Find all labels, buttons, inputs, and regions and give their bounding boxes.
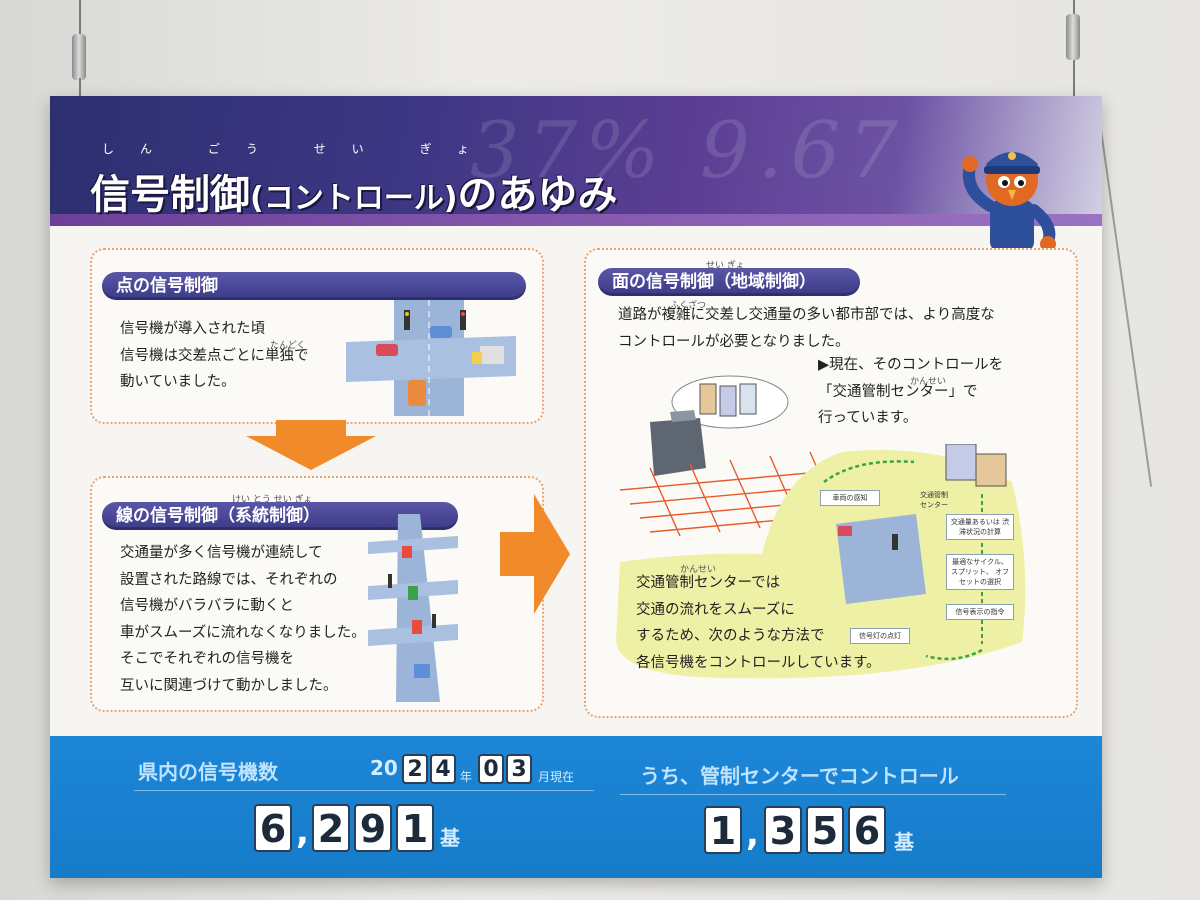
flow-vehicle-sensing: 車両の感知 bbox=[820, 490, 880, 506]
left-count-digit-3: 9 bbox=[354, 804, 392, 852]
prefecture-signal-count-label: 県内の信号機数 bbox=[138, 760, 278, 784]
year-digit-2: 4 bbox=[430, 754, 456, 784]
right-count-unit: 基 bbox=[894, 830, 914, 854]
area-note-text: ▶現在、そのコントロールを 「交通管制センター」で 行っています。 bbox=[818, 357, 1004, 426]
left-count-digit-1: 6 bbox=[254, 804, 292, 852]
left-count-comma: , bbox=[296, 812, 309, 852]
center-controlled-label: うち、管制センターでコントロール bbox=[640, 764, 959, 788]
right-arrow bbox=[500, 494, 570, 614]
right-wire-clip bbox=[1066, 14, 1080, 60]
point-ruby-tandoku: たんどく bbox=[270, 341, 306, 351]
right-count-digit-1: 1 bbox=[704, 806, 742, 854]
year-digit-1: 2 bbox=[402, 754, 428, 784]
poster-header bbox=[50, 96, 1102, 226]
flow-signal-lighting: 信号灯の点灯 bbox=[850, 628, 910, 644]
left-count-unit: 基 bbox=[440, 826, 460, 850]
flow-traffic-center-label: 交通管制 センター bbox=[920, 491, 948, 509]
month-digit-2: 3 bbox=[506, 754, 532, 784]
flow-calculation: 交通量あるいは 渋滞状況の計算 bbox=[946, 514, 1014, 540]
flow-signal-command: 信号表示の指令 bbox=[946, 604, 1014, 620]
poster-panel: 37% 9.67 しん ごう せい ぎょ 信号制御(コントロール)のあゆみ 点の… bbox=[50, 96, 1102, 878]
yellow-explanation-background bbox=[616, 450, 1026, 679]
title-main: 信号制御 bbox=[90, 172, 250, 218]
signal-count-band bbox=[50, 736, 1102, 878]
single-intersection-illustration bbox=[346, 300, 516, 416]
header-strip bbox=[50, 214, 1102, 226]
corridor-road-illustration bbox=[368, 514, 458, 702]
year-unit: 年 bbox=[460, 770, 473, 784]
area-control-heading: 面の信号制御（地域制御） bbox=[598, 268, 860, 296]
title-paren: (コントロール) bbox=[250, 181, 458, 216]
month-unit: 月現在 bbox=[538, 770, 575, 784]
title-ruby: しん ごう せい ぎょ bbox=[102, 142, 495, 156]
month-digit-1: 0 bbox=[478, 754, 504, 784]
flow-parameter-selection: 最適なサイクル、 スプリット、 オフセットの選択 bbox=[946, 554, 1014, 590]
header-watermark: 37% 9.67 bbox=[470, 106, 906, 196]
area-heading-ruby: せい ぎょ bbox=[706, 261, 745, 271]
right-band-divider bbox=[620, 794, 1006, 795]
left-count-digit-4: 1 bbox=[396, 804, 434, 852]
left-band-divider bbox=[134, 790, 594, 791]
line-ruby: けい とう せい ぎょ bbox=[232, 495, 313, 505]
left-hanging-wire bbox=[79, 0, 81, 40]
line-control-text: 交通量が多く信号機が連続して 設置された路線では、それぞれの 信号機がバラバラに… bbox=[120, 545, 366, 694]
line-control-heading: 線の信号制御（系統制御） bbox=[102, 502, 458, 530]
right-count-digit-4: 6 bbox=[848, 806, 886, 854]
wire-shadow bbox=[1100, 129, 1153, 487]
area-ruby-kansei: かんせい bbox=[910, 377, 947, 387]
year-prefix: 20 bbox=[370, 756, 398, 780]
traffic-center-city-grid-illustration bbox=[619, 375, 846, 536]
left-wire-clip bbox=[72, 34, 86, 80]
left-count-digit-2: 2 bbox=[312, 804, 350, 852]
point-control-text: 信号機が導入された頃 信号機は交差点ごとに単独で 動いていました。 bbox=[120, 321, 309, 390]
title-suffix: のあゆみ bbox=[457, 172, 618, 218]
left-lower-wire bbox=[79, 78, 81, 104]
yellow-ruby-kansei: かんせい bbox=[680, 565, 717, 575]
yellow-explanation-text: 交通管制センターでは 交通の流れをスムーズに するため、次のような方法で 各信号… bbox=[636, 575, 881, 671]
right-count-digit-3: 5 bbox=[806, 806, 844, 854]
right-lower-wire bbox=[1073, 60, 1075, 100]
right-count-comma: , bbox=[746, 814, 759, 854]
right-count-digit-2: 3 bbox=[764, 806, 802, 854]
point-control-heading: 点の信号制御 bbox=[102, 272, 526, 300]
area-control-text: 道路が複雑に交差し交通量の多い都市部では、より高度な コントロールが必要となりま… bbox=[618, 307, 995, 350]
down-arrow bbox=[246, 420, 376, 470]
poster-title: 信号制御(コントロール)のあゆみ bbox=[90, 162, 617, 220]
area-ruby-fukuzatsu: ふくざつ bbox=[670, 301, 707, 311]
